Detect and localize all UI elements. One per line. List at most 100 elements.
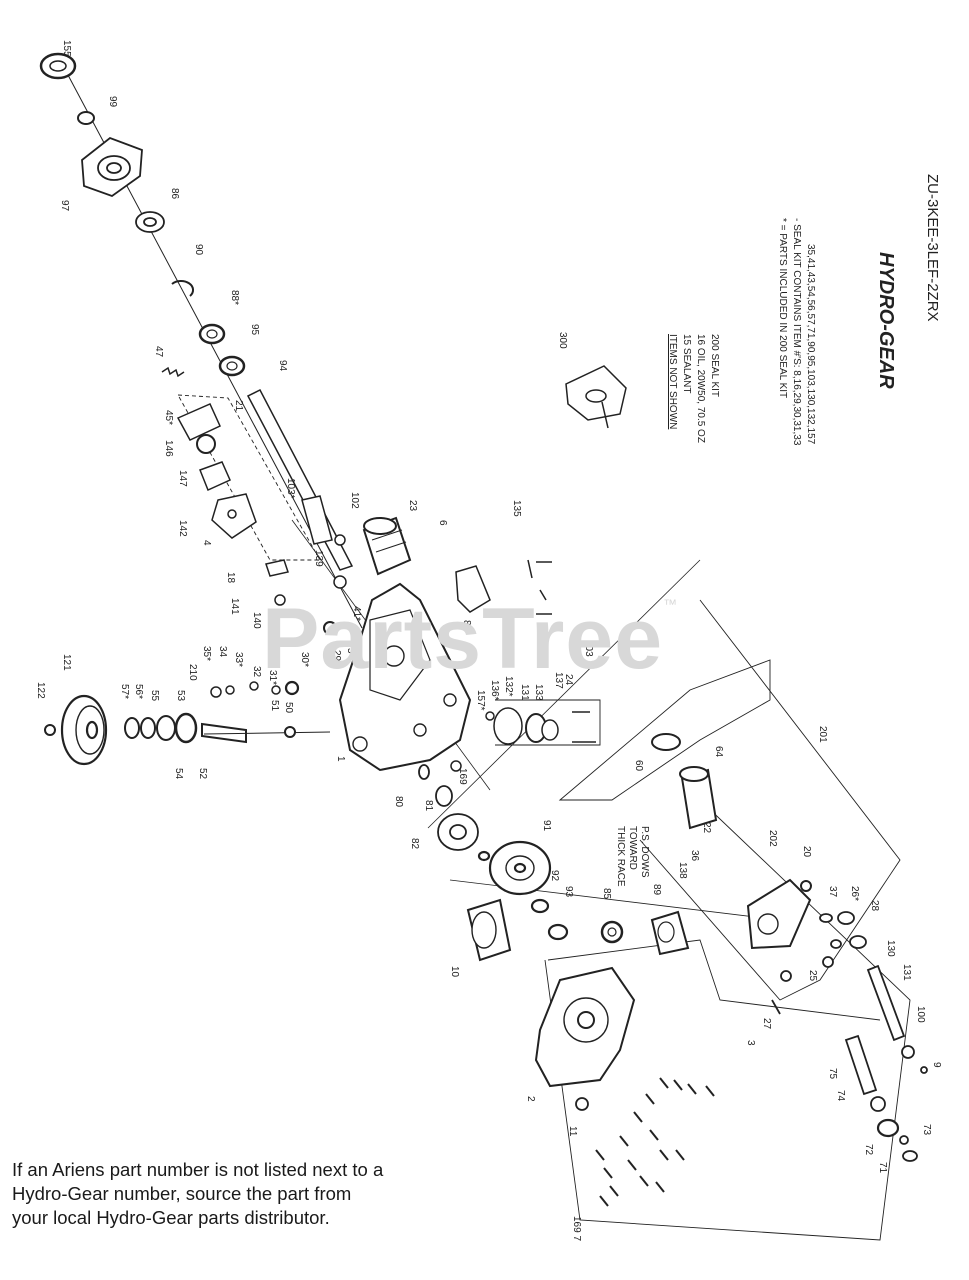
part-23-filter [362,516,412,576]
callout-141: 141 [229,598,240,615]
callout-130: 130 [885,940,896,957]
part-10-axle-housing [466,898,512,962]
callout-201: 201 [817,726,828,743]
part-valve-components [780,911,867,982]
footnote-line-3: your local Hydro-Gear parts distributor. [12,1207,330,1228]
thick-race-line-3: P.S. DOWS [639,826,650,878]
callout-95: 95 [249,324,260,336]
callout-26: 26* [849,886,860,901]
callout-91: 91 [541,820,552,832]
hydro-gear-logo-text: HYDRO-GEAR [875,252,897,389]
part-60-64-pump [651,733,718,830]
part-155-bearing [39,52,77,80]
callout-135: 135 [511,500,522,517]
part-75-lever-assembly [844,1034,918,1162]
callout-157: 157* [475,690,486,711]
callout-60: 60 [633,760,644,772]
part-90-snap-ring [171,279,195,297]
callout-71: 71 [877,1162,888,1174]
part-121-pulley [60,694,108,766]
callout-20: 20 [801,846,812,858]
thick-race-line-2: TOWARD [627,826,638,870]
watermark-trademark: ™ [663,596,679,612]
part-input-shaft-assembly [124,712,331,744]
callout-169-7: 169 7 [571,1216,582,1241]
callout-64: 64 [713,746,724,758]
part-20-end-cap [746,878,812,950]
part-brake-arm-assembly [176,403,257,539]
callout-93: 93 [563,886,574,898]
part-130-bypass-shaft [866,964,928,1074]
callout-139: 139 [313,550,324,567]
callout-74: 74 [835,1090,846,1102]
watermark-brand: PartsTree [262,591,664,687]
callout-3: 3 [745,1040,756,1046]
callout-8: 8* [461,620,472,630]
part-88-seal [198,323,226,345]
callout-146: 146 [163,440,174,457]
model-code: ZU-3KEE-3LEF-2ZRX [924,174,941,322]
callout-29: 29 [331,650,342,662]
callout-27: 27 [761,1018,772,1030]
callout-52: 52 [197,768,208,780]
kit-note-line-1: * = PARTS INCLUDED IN 200 SEAL KIT [777,218,788,398]
callout-57: 57* [119,684,130,699]
callout-24: 24 [563,674,574,686]
callout-1: 1 [335,756,346,762]
part-92-93-washers [477,850,569,941]
callout-203: 203 [583,640,594,657]
callout-142: 142 [177,520,188,537]
footnote-line-2: Hydro-Gear number, source the part from [12,1183,352,1204]
callout-73: 73 [921,1124,932,1136]
callout-97: 97 [59,200,70,212]
callout-9: 9 [931,1062,942,1068]
callout-45: 45* [163,410,174,425]
part-11-nut [575,999,781,1111]
part-small-fasteners [265,559,347,635]
part-85-bearing [600,920,624,944]
part-97-hub [81,136,143,198]
callout-88: 88* [229,290,240,305]
part-91-bull-gear [488,840,552,896]
kit-note-line-3: 35,41,43,54,56,57,71,90,95,103,130,132,1… [805,244,816,445]
part-122-nut [44,724,56,736]
callout-92: 92 [549,870,560,882]
callout-147: 147 [177,470,188,487]
callout-25: 25 [807,970,818,982]
callout-54: 54 [173,768,184,780]
kit-note-line-2: - SEAL KIT CONTAINS ITEM #'S: 8,16,29,30… [791,218,802,446]
hydro-gear-logo: HYDRO-GEAR [875,252,897,389]
items-not-shown-line-1: 15 SEALANT [681,334,692,393]
callout-31: 31* [267,670,278,685]
callout-22: 22 [701,822,712,834]
callout-33: 33* [233,652,244,667]
callout-28: 28 [869,900,880,912]
callout-132: 132* [503,676,514,697]
callout-55: 55 [149,690,160,702]
callout-11: 11 [567,1126,578,1137]
part-95-bearing [218,355,246,377]
items-not-shown-heading: ITEMS NOT SHOWN [667,334,678,429]
callout-10: 10 [449,966,460,978]
part-charge-pump-fasteners [210,680,300,698]
callout-169: 169 [457,768,468,785]
part-47-spring [161,366,185,378]
part-300-plate [565,365,627,429]
callout-155: 155 [61,40,72,57]
callout-32: 32 [251,666,262,678]
part-169-bolt [450,760,462,772]
callout-90: 90 [193,244,204,256]
part-6-bracket [455,559,547,613]
callout-131: 131 [519,684,530,701]
callout-140: 140 [251,612,262,629]
footnote: If an Ariens part number is not listed n… [12,1158,432,1230]
callout-210: 210 [187,664,198,681]
part-bolt-field [595,1077,715,1207]
callout-34: 34 [217,646,228,658]
callout-99: 99 [107,96,118,108]
callout-131b: 131 [901,964,912,981]
footnote-line-1: If an Ariens part number is not listed n… [12,1159,384,1180]
callout-23: 23 [407,500,418,512]
callout-81: 81 [423,800,434,812]
